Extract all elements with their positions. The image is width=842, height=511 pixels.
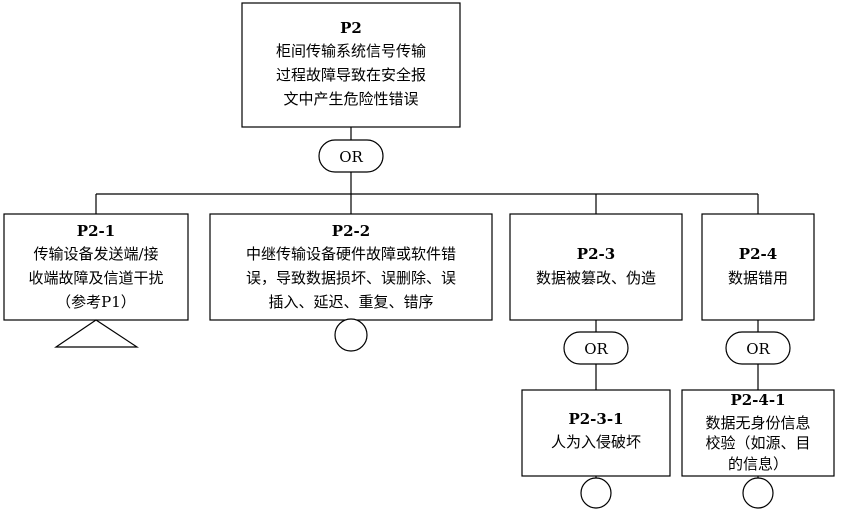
node-p2-line-3: 文中产生危险性错误 xyxy=(283,90,418,108)
or-gate-p2-3: OR xyxy=(563,331,629,365)
node-p2-3-1-line-1: 人为入侵破坏 xyxy=(551,433,641,451)
basic-event-circle-p2-4-1 xyxy=(742,477,774,509)
transfer-triangle-p2-1 xyxy=(54,319,140,348)
or-gate-top: OR xyxy=(318,139,384,173)
node-p2-4-1-id: P2-4-1 xyxy=(730,391,785,409)
or-gate-p2-4-label: OR xyxy=(746,340,770,358)
node-p2-line-1: 柜间传输系统信号传输 xyxy=(276,42,426,60)
node-p2-4-id: P2-4 xyxy=(739,245,777,263)
node-p2-1-line-1: 传输设备发送端/接 xyxy=(33,245,158,263)
node-p2-id: P2 xyxy=(340,19,362,37)
node-p2-line-2: 过程故障导致在安全报 xyxy=(276,66,426,84)
node-p2-2-line-2: 误，导致数据损坏、误删除、误 xyxy=(246,269,456,287)
node-p2-1: P2-1 传输设备发送端/接 收端故障及信道干扰 （参考P1） xyxy=(3,213,189,321)
node-p2-4: P2-4 数据错用 xyxy=(701,213,815,321)
or-gate-p2-3-label: OR xyxy=(584,340,608,358)
node-p2-3-id: P2-3 xyxy=(577,245,615,263)
basic-event-circle-p2-3-1 xyxy=(580,477,612,509)
node-p2-3-1: P2-3-1 人为入侵破坏 xyxy=(521,389,671,477)
or-gate-top-label: OR xyxy=(339,148,363,166)
node-p2-4-1-line-1: 数据无身份信息 xyxy=(705,414,810,432)
or-gate-p2-4: OR xyxy=(725,331,791,365)
node-p2-1-line-3: （参考P1） xyxy=(56,293,136,311)
node-p2-3-line-1: 数据被篡改、伪造 xyxy=(536,269,656,287)
node-p2-4-1-line-2: 校验（如源、目 xyxy=(705,434,810,452)
node-p2-2-line-3: 插入、延迟、重复、错序 xyxy=(268,293,433,311)
node-p2-2-line-1: 中继传输设备硬件故障或软件错 xyxy=(246,245,456,263)
node-p2-1-line-2: 收端故障及信道干扰 xyxy=(28,269,163,287)
node-p2-2-id: P2-2 xyxy=(332,222,370,240)
basic-event-circle-p2-2 xyxy=(334,318,368,352)
node-p2-4-1-line-3: 的信息） xyxy=(728,455,788,473)
node-p2-4-line-1: 数据错用 xyxy=(728,269,788,287)
node-p2: P2 柜间传输系统信号传输 过程故障导致在安全报 文中产生危险性错误 xyxy=(241,2,461,128)
node-p2-3-1-id: P2-3-1 xyxy=(568,410,623,428)
node-p2-4-1: P2-4-1 数据无身份信息 校验（如源、目 的信息） xyxy=(681,389,835,477)
node-p2-2: P2-2 中继传输设备硬件故障或软件错 误，导致数据损坏、误删除、误 插入、延迟… xyxy=(209,213,493,321)
node-p2-3: P2-3 数据被篡改、伪造 xyxy=(509,213,683,321)
node-p2-1-id: P2-1 xyxy=(77,222,115,240)
